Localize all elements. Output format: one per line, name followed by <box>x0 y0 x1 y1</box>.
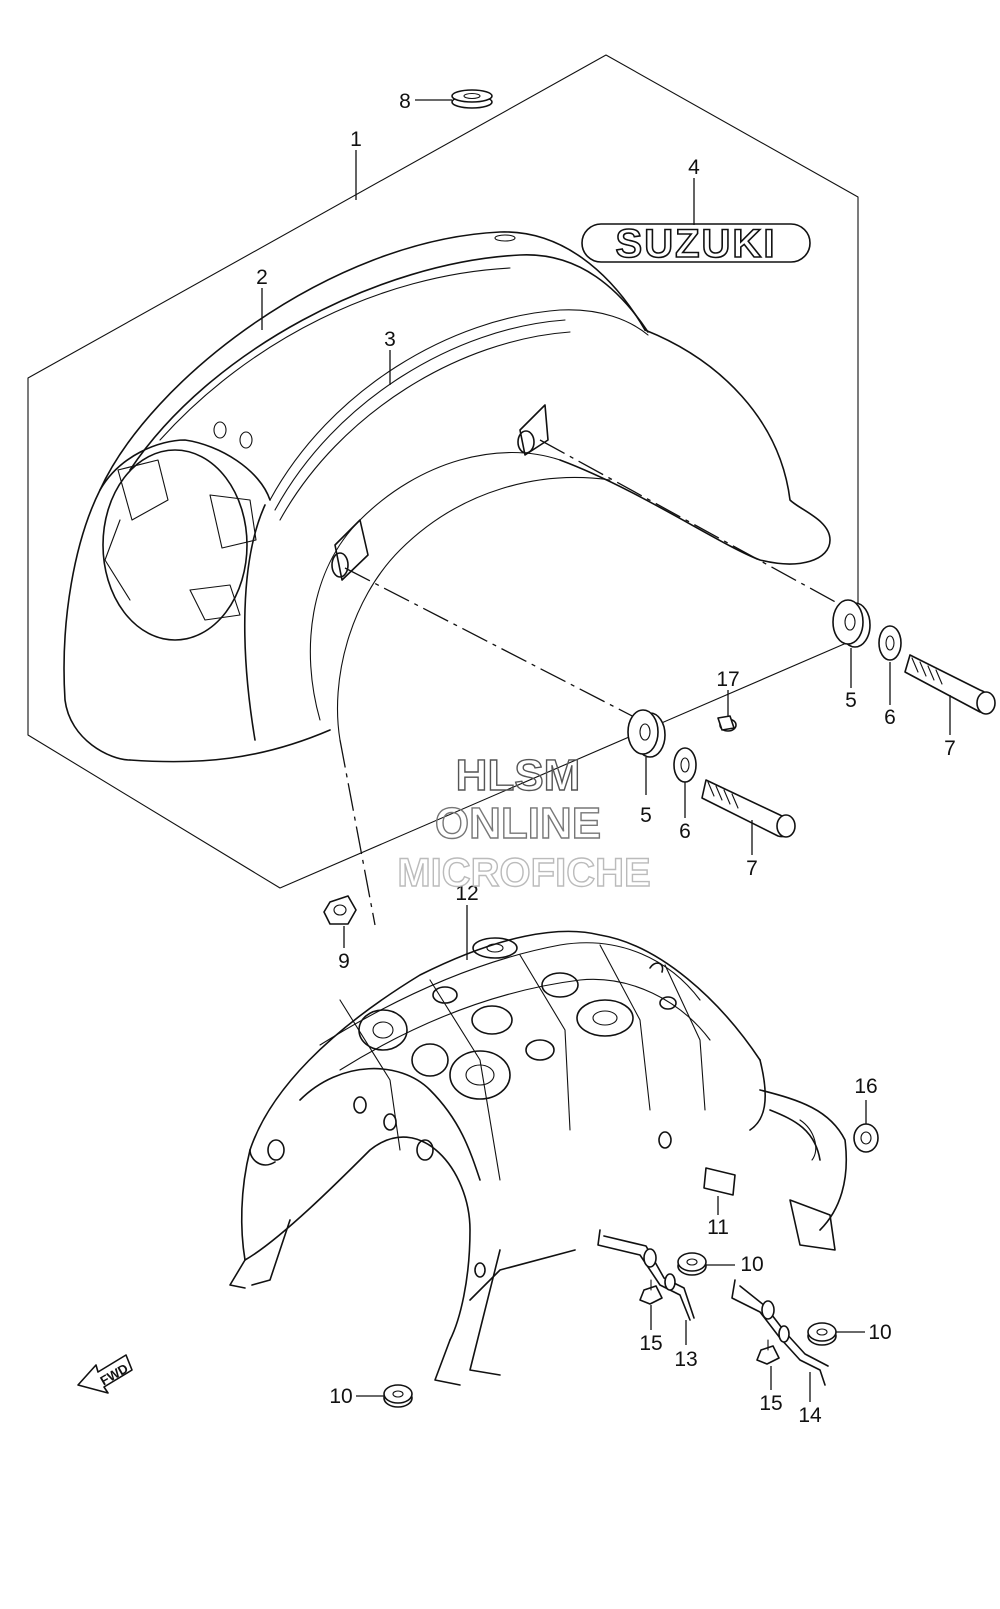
nut-16 <box>853 1100 879 1153</box>
screws-15 <box>639 1279 780 1390</box>
callout-11: 11 <box>707 1216 729 1239</box>
bracket-13 <box>597 1229 695 1345</box>
callout-5-upper: 5 <box>845 689 857 712</box>
callout-12: 12 <box>455 882 478 905</box>
callout-9: 9 <box>338 950 350 973</box>
small-bolt <box>717 690 737 732</box>
callout-10-a: 10 <box>740 1253 763 1276</box>
rear-fender <box>63 231 831 763</box>
nut-9 <box>323 895 357 948</box>
callout-14: 14 <box>798 1404 822 1427</box>
mount-hardware-upper <box>832 599 996 735</box>
mount-hardware-lower <box>627 709 796 855</box>
callout-6-lower: 6 <box>679 820 691 843</box>
callout-6-upper: 6 <box>884 706 896 729</box>
axis-line-upper <box>539 439 851 611</box>
grommet <box>415 89 493 109</box>
watermark-line-2: ONLINE <box>435 799 601 848</box>
axis-line-lower <box>344 567 641 721</box>
callout-16: 16 <box>854 1075 877 1098</box>
callout-1: 1 <box>350 128 362 151</box>
watermark: HLSM ONLINE MICROFICHE <box>397 750 652 895</box>
forward-arrow-icon: FWD <box>77 1354 133 1394</box>
callout-7-upper: 7 <box>944 737 956 760</box>
callout-10-c: 10 <box>329 1385 352 1408</box>
callout-8: 8 <box>399 90 411 113</box>
label-plate <box>703 1167 736 1215</box>
axis-line-nut <box>339 739 376 926</box>
nuts-10 <box>356 1252 865 1408</box>
callout-7-lower: 7 <box>746 857 758 880</box>
bracket-14 <box>731 1279 829 1402</box>
inner-fender-frame <box>229 905 848 1386</box>
callout-15-b: 15 <box>759 1392 782 1415</box>
suzuki-emblem: SUZUKI <box>581 221 811 267</box>
callout-2: 2 <box>256 266 268 289</box>
callout-3: 3 <box>384 328 396 351</box>
callout-13: 13 <box>674 1348 697 1371</box>
callout-5-lower: 5 <box>640 804 652 827</box>
watermark-line-3: MICROFICHE <box>397 851 650 895</box>
callout-15-a: 15 <box>639 1332 662 1355</box>
emblem-text: SUZUKI <box>616 222 777 266</box>
watermark-line-1: HLSM <box>456 751 581 800</box>
callout-10-b: 10 <box>868 1321 891 1344</box>
assembly-frame <box>27 54 859 889</box>
callout-4: 4 <box>688 156 700 179</box>
callout-17: 17 <box>716 668 739 691</box>
